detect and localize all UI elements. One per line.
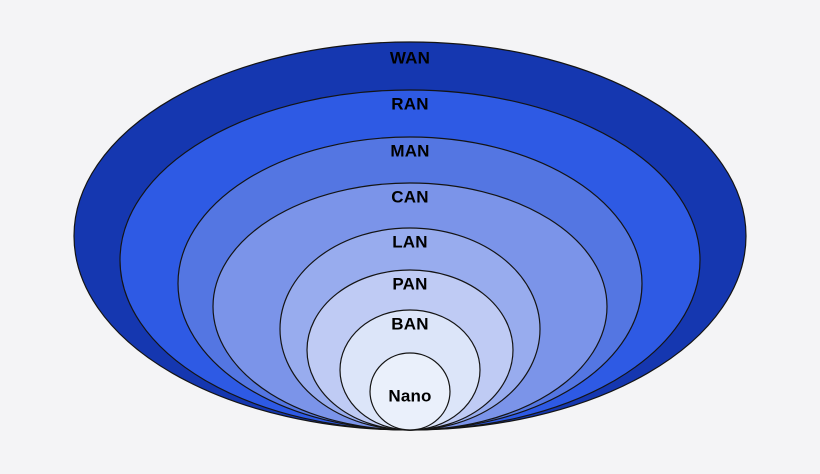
ring-label-lan: LAN xyxy=(392,233,428,252)
ring-label-pan: PAN xyxy=(392,275,427,294)
ring-nano xyxy=(369,352,451,431)
labels-group: WAN RAN MAN CAN LAN PAN BAN Nano xyxy=(388,49,431,406)
ring-label-can: CAN xyxy=(391,188,428,207)
ring-label-nano: Nano xyxy=(388,387,431,406)
rings-group xyxy=(73,41,747,431)
ring-label-wan: WAN xyxy=(390,49,430,68)
ring-label-ban: BAN xyxy=(391,315,428,334)
ring-label-man: MAN xyxy=(390,142,429,161)
ring-label-ran: RAN xyxy=(391,95,428,114)
